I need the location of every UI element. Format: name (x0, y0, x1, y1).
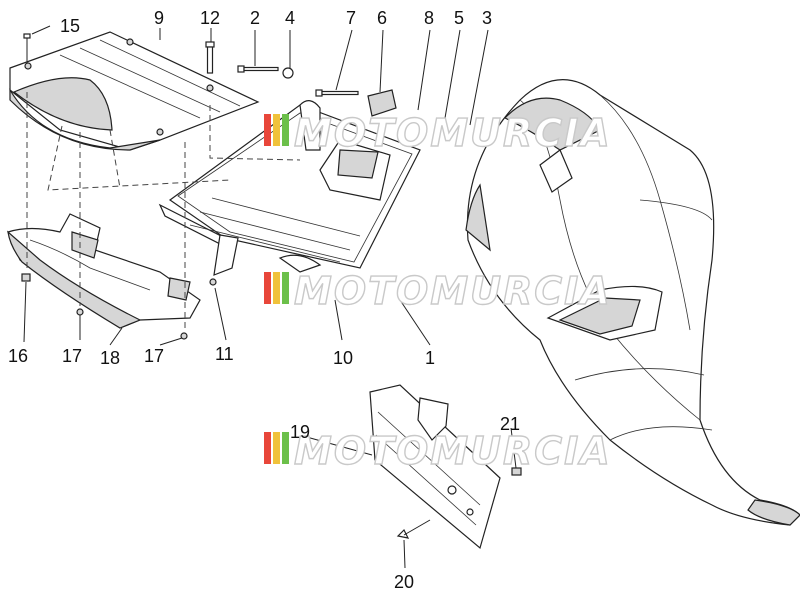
wm-stripe-green (282, 272, 289, 304)
callout-20: 20 (394, 572, 414, 592)
callout-4: 4 (285, 8, 295, 28)
part-21-nut (511, 467, 522, 476)
part-7-bolt (315, 89, 359, 97)
callout-12: 12 (200, 8, 220, 28)
part-17-screw-b (180, 332, 188, 340)
callout-2: 2 (250, 8, 260, 28)
callout-16: 16 (8, 346, 28, 366)
callout-11: 11 (215, 344, 234, 364)
callout-18: 18 (100, 348, 120, 368)
callout-17-left: 17 (62, 346, 82, 366)
wm-stripe-green (282, 432, 289, 464)
callout-17-right: 17 (144, 346, 164, 366)
callout-10: 10 (333, 348, 353, 368)
callout-9: 9 (154, 8, 164, 28)
watermark-1: MOTOMURCIA (264, 110, 612, 156)
callout-7: 7 (346, 8, 356, 28)
callouts: 15 9 12 2 4 7 6 8 5 3 1 10 11 16 17 18 1… (8, 8, 520, 592)
part-19-plate-holder (369, 384, 501, 550)
part-12-screw (205, 41, 215, 74)
callout-1: 1 (425, 348, 435, 368)
watermark-text: MOTOMURCIA (294, 429, 612, 473)
part-9-rack-plate (9, 31, 260, 151)
callout-6: 6 (377, 8, 387, 28)
callout-19: 19 (290, 422, 310, 442)
callout-21: 21 (500, 414, 520, 434)
part-3-leg-shield (465, 79, 800, 526)
part-18-undertray (7, 213, 201, 329)
watermark-2: MOTOMURCIA (264, 268, 612, 314)
wm-stripe-red (264, 432, 271, 464)
part-16-nut (21, 273, 31, 282)
wm-stripe-yellow (273, 272, 280, 304)
watermark-3: MOTOMURCIA (264, 428, 612, 474)
wm-stripe-red (264, 272, 271, 304)
watermark-text: MOTOMURCIA (294, 269, 612, 313)
callout-8: 8 (424, 8, 434, 28)
part-15-screw (23, 33, 31, 62)
wm-stripe-green (282, 114, 289, 146)
part-17-screw-a (76, 308, 84, 316)
callout-5: 5 (454, 8, 464, 28)
part-2-bolt (237, 65, 279, 73)
callout-15: 15 (60, 16, 80, 36)
part-1-carrier-frame (158, 100, 421, 276)
part-11-screw (209, 278, 217, 286)
watermark-text: MOTOMURCIA (294, 111, 612, 155)
part-20-screw (396, 519, 431, 539)
leader-lines (23, 25, 517, 569)
wm-stripe-yellow (273, 114, 280, 146)
part-6-bracket (367, 89, 397, 117)
callout-3: 3 (482, 8, 492, 28)
part-4-washer (282, 67, 294, 79)
wm-stripe-red (264, 114, 271, 146)
wm-stripe-yellow (273, 432, 280, 464)
assembly-lines (26, 92, 301, 330)
